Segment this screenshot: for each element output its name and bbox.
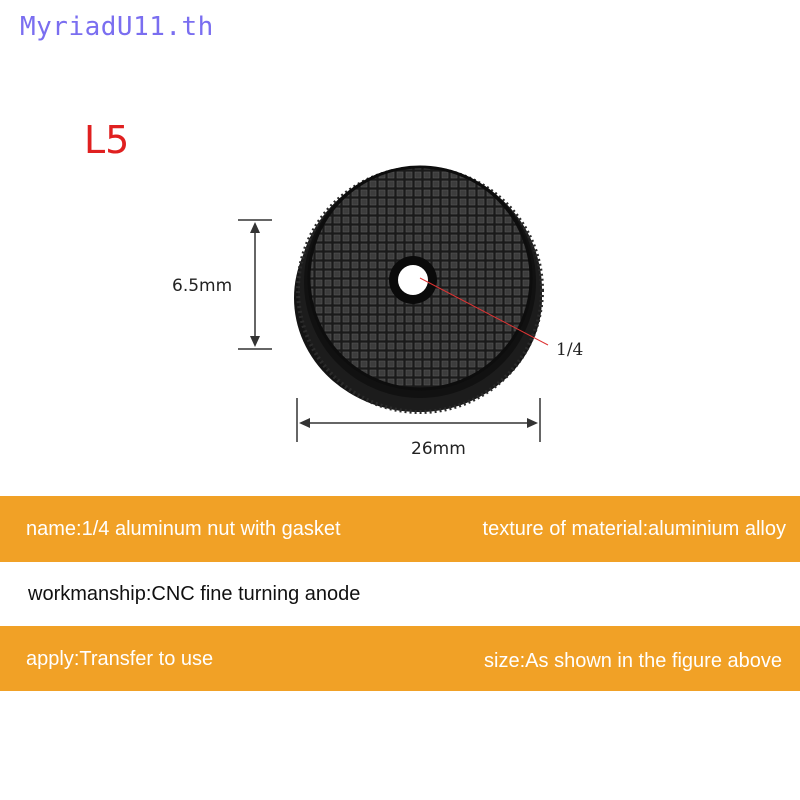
width-dimension-arrow — [296, 398, 541, 442]
spec-band-apply-size: apply:Transfer to use size:As shown in t… — [0, 626, 800, 691]
thread-size-label: 1/4 — [556, 340, 584, 360]
spec-workmanship: workmanship:CNC fine turning anode — [28, 583, 361, 605]
nut-body — [294, 165, 544, 414]
height-dimension-arrow — [238, 219, 272, 350]
spec-material: texture of material:aluminium alloy — [482, 518, 786, 540]
spec-name: name:1/4 aluminum nut with gasket — [26, 518, 341, 540]
model-label: L5 — [84, 118, 130, 162]
height-dimension-label: 6.5mm — [172, 276, 233, 296]
spec-band-name-material: name:1/4 aluminum nut with gasket textur… — [0, 496, 800, 562]
width-dimension-label: 26mm — [411, 439, 466, 459]
spec-band-workmanship: workmanship:CNC fine turning anode — [0, 563, 800, 625]
shop-watermark: MyriadU11.th — [20, 12, 214, 42]
spec-apply: apply:Transfer to use — [26, 648, 214, 670]
spec-size: size:As shown in the figure above — [484, 650, 782, 672]
thread-pointer-line — [419, 277, 549, 346]
